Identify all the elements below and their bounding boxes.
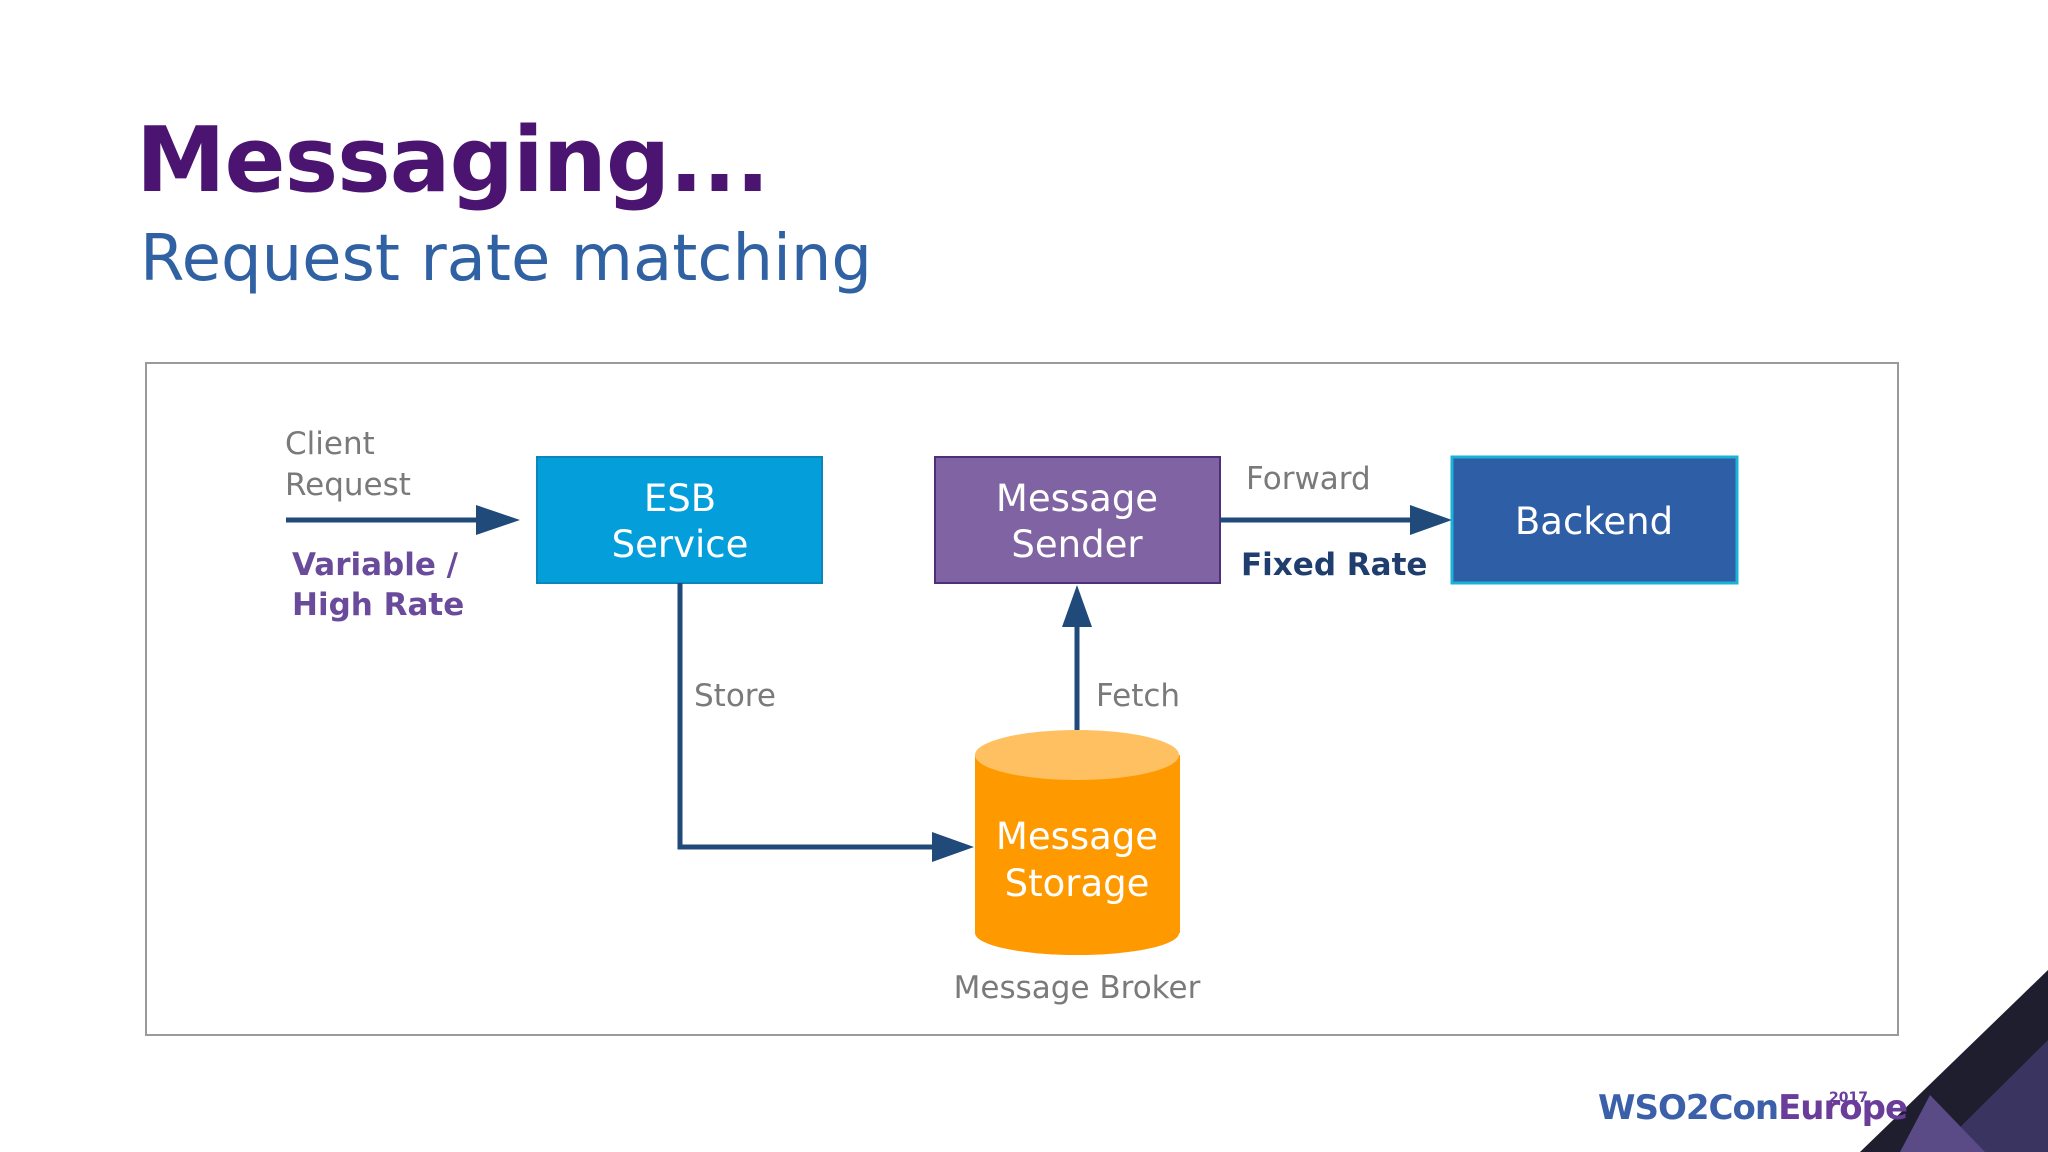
esb-service-box xyxy=(536,456,823,584)
backend-label: Backend xyxy=(1515,500,1673,543)
slide-title: Messaging... xyxy=(136,108,770,213)
corner-decoration xyxy=(1860,970,2048,1152)
message-storage-label-1: Message xyxy=(996,815,1158,858)
message-broker-label: Message Broker xyxy=(954,970,1201,1006)
message-sender-box xyxy=(934,456,1221,584)
store-arrowhead xyxy=(932,832,974,862)
variable-rate-label-2: High Rate xyxy=(292,587,464,623)
fetch-label: Fetch xyxy=(1096,678,1180,714)
message-storage-label-2: Storage xyxy=(1005,862,1150,905)
message-sender-label-1: Message xyxy=(996,477,1158,520)
variable-rate-label-1: Variable / xyxy=(292,547,459,583)
client-request-label-1: Client xyxy=(285,426,375,462)
wso2con-logo: WSO2ConEurope xyxy=(1598,1088,1908,1128)
logo-year: 2017 xyxy=(1829,1090,1868,1106)
logo-part-wso2con: WSO2Con xyxy=(1598,1088,1779,1128)
fetch-arrowhead xyxy=(1062,585,1092,627)
client-request-label-2: Request xyxy=(285,467,411,503)
store-arrow xyxy=(677,583,950,850)
store-label: Store xyxy=(694,678,776,714)
backend-box xyxy=(1450,455,1739,585)
slide-subtitle: Request rate matching xyxy=(140,222,873,296)
message-storage-cylinder xyxy=(975,730,1180,955)
esb-service-label-2: Service xyxy=(612,523,749,566)
message-sender-label-2: Sender xyxy=(1011,523,1143,566)
esb-service-label-1: ESB xyxy=(644,477,716,520)
forward-arrowhead xyxy=(1410,505,1452,535)
client-request-arrowhead xyxy=(476,505,520,535)
fixed-rate-label: Fixed Rate xyxy=(1241,547,1427,583)
logo-part-europe: Europe xyxy=(1778,1088,1908,1128)
forward-label: Forward xyxy=(1246,461,1371,497)
